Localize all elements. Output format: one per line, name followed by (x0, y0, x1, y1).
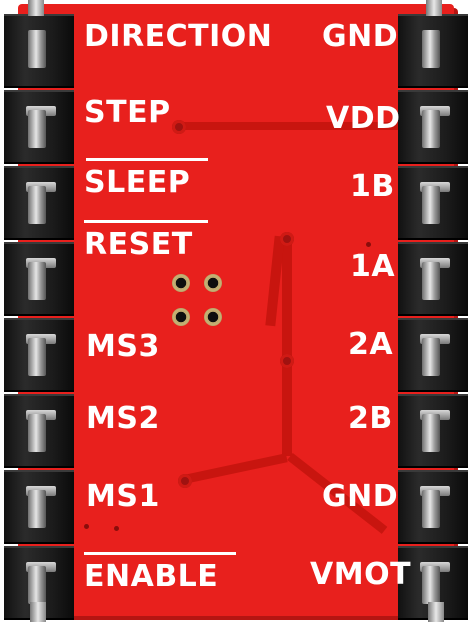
pin-tip (428, 602, 444, 622)
pin-housing (4, 90, 74, 164)
pin-housing (398, 394, 468, 468)
label-enable: ENABLE (84, 559, 219, 594)
label-vdd: VDD (326, 101, 401, 136)
ms1-trace-branch (183, 453, 288, 484)
label-2a: 2A (348, 327, 394, 362)
plated-hole-3 (172, 308, 190, 326)
label-gnd-bottom: GND (322, 479, 399, 514)
pin-housing (4, 14, 74, 88)
label-direction: DIRECTION (84, 19, 273, 54)
pin-housing (4, 242, 74, 316)
pin-housing (4, 318, 74, 392)
vdd-trace (178, 122, 398, 130)
via-ms1 (178, 474, 192, 488)
pin-tip (30, 602, 46, 622)
pin-tip (426, 0, 442, 16)
pin-housing (398, 14, 468, 88)
label-step: STEP (84, 95, 171, 130)
small-via-3 (114, 526, 119, 531)
right-pin-header (398, 14, 468, 620)
pin-tip (28, 0, 44, 16)
reset-overbar (84, 220, 208, 223)
plated-hole-2 (204, 274, 222, 292)
enable-overbar (84, 552, 236, 555)
label-ms1: MS1 (86, 479, 160, 514)
label-sleep: SLEEP (84, 165, 191, 200)
pin-housing (398, 90, 468, 164)
left-pin-header (4, 14, 74, 620)
center-trace-vertical (282, 236, 292, 456)
label-ms3: MS3 (86, 329, 160, 364)
plated-hole-4 (204, 308, 222, 326)
label-1a: 1A (350, 249, 396, 284)
pin-housing (4, 470, 74, 544)
pin-housing (398, 166, 468, 240)
via-middle (280, 354, 294, 368)
label-gnd-top: GND (322, 19, 399, 54)
via-step (172, 120, 186, 134)
pin-housing (4, 394, 74, 468)
label-reset: RESET (84, 227, 193, 262)
label-2b: 2B (348, 401, 393, 436)
label-vmot: VMOT (310, 557, 412, 592)
driver-board (18, 4, 454, 616)
sleep-overbar (86, 158, 208, 161)
label-ms2: MS2 (86, 401, 160, 436)
small-via-2 (84, 524, 89, 529)
pin-housing (398, 318, 468, 392)
small-via-1 (366, 242, 371, 247)
pin-housing (398, 242, 468, 316)
via-top-center (280, 232, 294, 246)
label-1b: 1B (350, 169, 395, 204)
pin-housing (398, 470, 468, 544)
plated-hole-1 (172, 274, 190, 292)
pin-housing (4, 166, 74, 240)
